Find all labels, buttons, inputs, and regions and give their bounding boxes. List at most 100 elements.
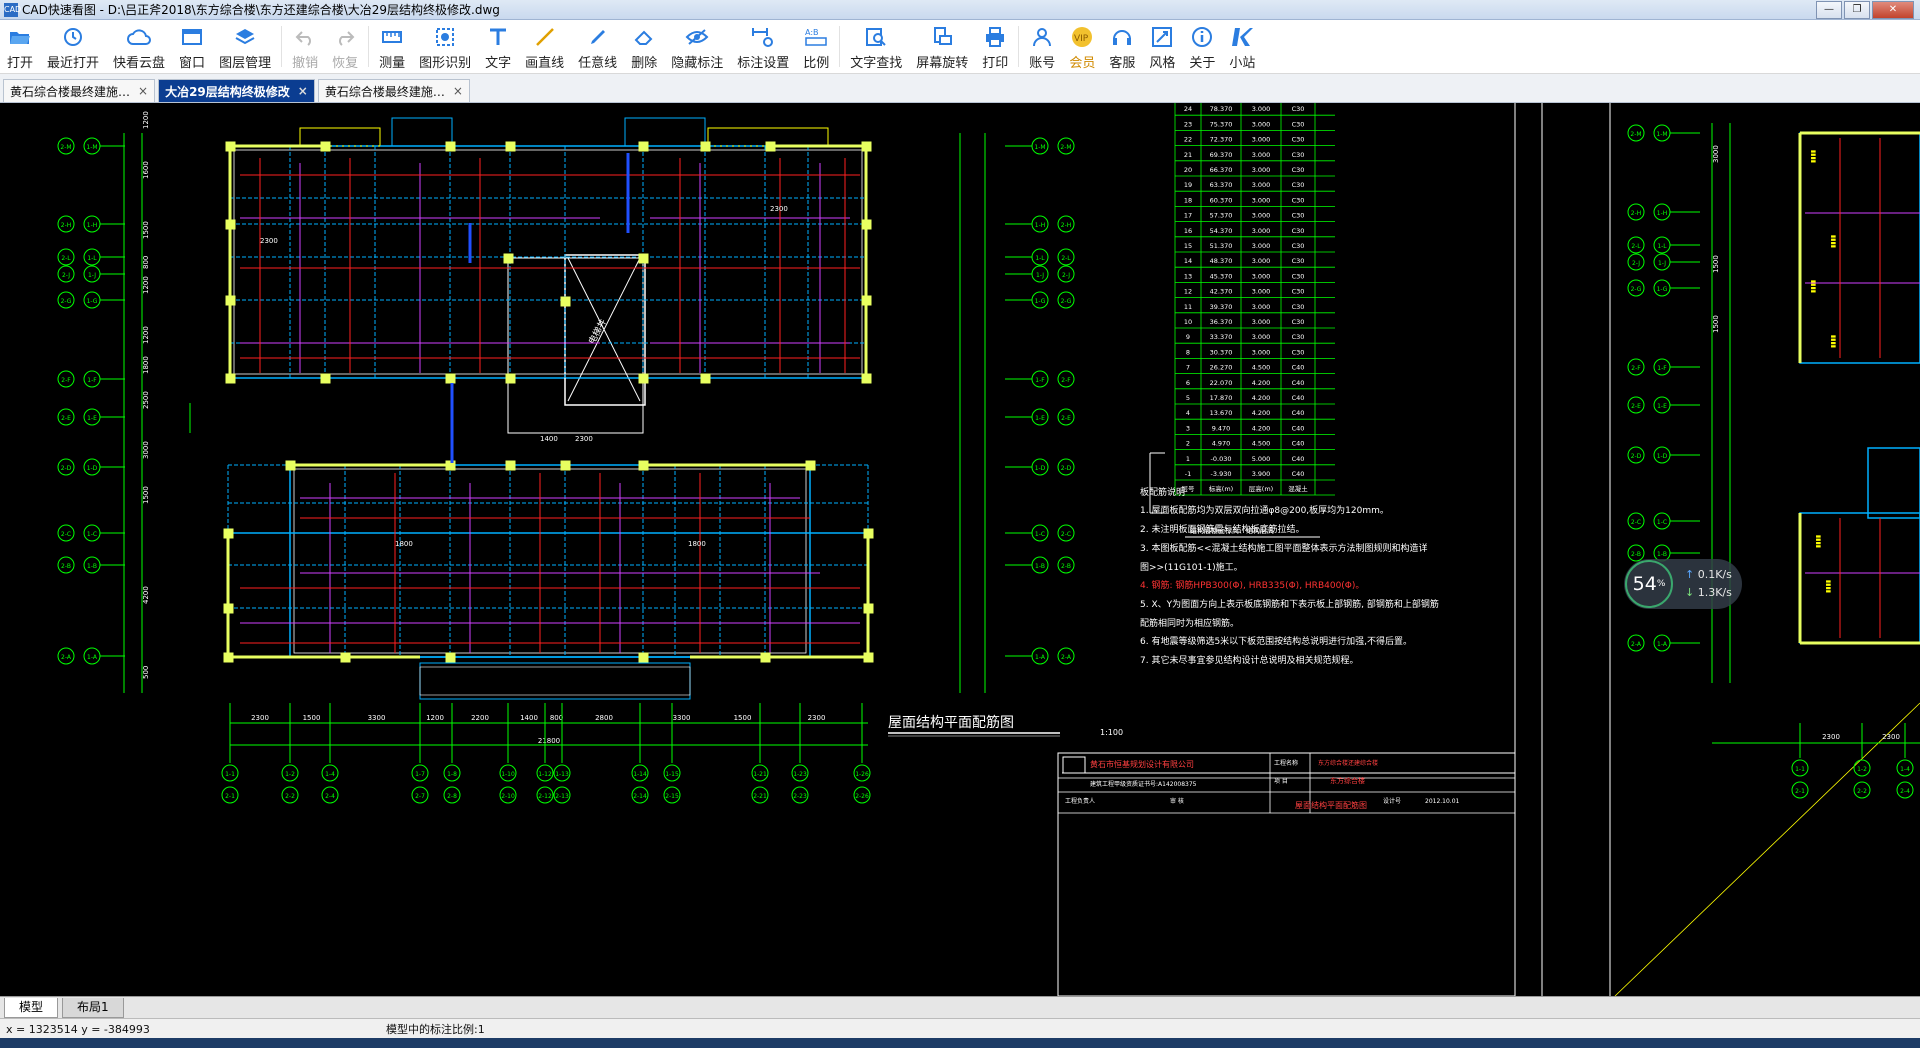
note-line: 板配筋说明 (1140, 486, 1185, 498)
network-speed-widget[interactable]: 54% ↑ 0.1K/s ↓ 1.3K/s (1624, 559, 1742, 609)
axis-bubble (1057, 265, 1075, 283)
layout-tab-model[interactable]: 模型 (4, 997, 59, 1018)
toolbar-account-button[interactable]: 账号 (1022, 20, 1062, 73)
dimension-text: 1500 (303, 714, 321, 722)
document-tab[interactable]: 大冶29层结构终极修改× (158, 79, 315, 102)
company-license: 建筑工程甲级资质证书号:A142008375 (1090, 780, 1197, 788)
toolbar-freeline-button[interactable]: 任意线 (571, 20, 624, 73)
axis-bubble (57, 408, 75, 426)
toolbar-support-button[interactable]: 客服 (1102, 20, 1142, 73)
column-marker (700, 141, 711, 152)
toolbar-text-button[interactable]: 文字 (478, 20, 518, 73)
axis-left-outer: 2-J (62, 272, 70, 279)
close-window-button[interactable]: ✕ (1872, 1, 1914, 19)
toolbar-open-button[interactable]: 打开 (0, 20, 40, 73)
inner-dimension-text: 2300 (770, 205, 788, 213)
axis-left-outer: 2-E (61, 415, 71, 422)
minimize-button[interactable]: — (1816, 1, 1842, 19)
dimension-settings-icon (750, 25, 776, 49)
table-cell: 14 (1184, 257, 1192, 265)
axis-bottom-top: 1-23 (793, 771, 807, 778)
table-cell: 33.370 (1210, 333, 1233, 341)
table-cell: -3.930 (1211, 470, 1232, 478)
toolbar-cloud-button[interactable]: 快看云盘 (106, 20, 172, 73)
cursor-coordinates: x = 1323514 y = -384993 (6, 1022, 150, 1036)
axis-left-inner: 1-L (87, 255, 97, 262)
title-block-label: 工程负责人 (1065, 797, 1095, 805)
toolbar-rotate-button[interactable]: 屏幕旋转 (909, 20, 975, 73)
table-cell: 3.000 (1252, 318, 1271, 326)
toolbar-recent-button[interactable]: 最近打开 (40, 20, 106, 73)
text-icon (485, 25, 511, 49)
toolbar-layers-button[interactable]: 图层管理 (212, 20, 278, 73)
plan-title: 屋面结构平面配筋图 (888, 714, 1014, 731)
table-cell: 15 (1184, 242, 1192, 250)
close-tab-icon[interactable]: × (138, 84, 149, 98)
table-cell: 69.370 (1210, 151, 1233, 159)
toolbar-site-button[interactable]: 小站 (1222, 20, 1262, 73)
dimension-text: 2300 (251, 714, 269, 722)
toolbar-findtext-button[interactable]: 文字查找 (843, 20, 909, 73)
close-tab-icon[interactable]: × (297, 84, 308, 98)
axis-bubble (57, 647, 75, 665)
document-tab[interactable]: 黄石综合楼最终建施…× (3, 79, 156, 102)
column-marker (638, 373, 649, 384)
table-cell: 3.000 (1252, 151, 1271, 159)
toolbar-label: 快看云盘 (113, 56, 166, 71)
axis-bottom-top: 1-14 (633, 771, 647, 778)
toolbar-label: 图层管理 (219, 56, 272, 71)
axis-bubble (57, 215, 75, 233)
axis-bubble (443, 764, 461, 782)
toolbar-measure-button[interactable]: 测量 (372, 20, 412, 73)
restore-button[interactable]: ❐ (1844, 1, 1870, 19)
table-header: 混凝土 (1288, 484, 1308, 493)
table-cell: -0.030 (1211, 455, 1232, 463)
table-cell: 3.000 (1252, 288, 1271, 296)
axis-right-outer: 2-E (1061, 415, 1071, 422)
toolbar-print-button[interactable]: 打印 (975, 20, 1015, 73)
toolbar-line-button[interactable]: 画直线 (518, 20, 571, 73)
search-icon (863, 25, 889, 49)
axis-bubble (1057, 408, 1075, 426)
toolbar-about-button[interactable]: 关于 (1182, 20, 1222, 73)
right-view-axis-inner: 1-F (1657, 365, 1667, 372)
document-tab[interactable]: 黄石综合楼最终建施… × (317, 79, 470, 102)
document-tab-label: 黄石综合楼最终建施… (324, 84, 445, 99)
table-cell: 6 (1186, 379, 1190, 387)
axis-bottom-bottom: 2-1 (225, 793, 235, 800)
axis-bubble (1057, 524, 1075, 542)
axis-right-inner: 1-M (1034, 144, 1045, 151)
right-view-axis: 2-H (1631, 210, 1642, 217)
column-marker (560, 460, 571, 471)
toolbar-recognize-button[interactable]: 图形识别 (412, 20, 478, 73)
axis-bubble (631, 786, 649, 804)
info-icon (1189, 25, 1215, 49)
table-cell: 42.370 (1210, 288, 1233, 296)
table-cell: C30 (1292, 166, 1305, 174)
toolbar-window-button[interactable]: 窗口 (172, 20, 212, 73)
toolbar-label: 撤销 (292, 56, 319, 71)
layout-tab-layout1[interactable]: 布局1 (62, 997, 124, 1018)
toolbar-hide-button[interactable]: 隐藏标注 (664, 20, 730, 73)
table-cell: 4.200 (1252, 424, 1271, 432)
inner-dimension-text: 2300 (260, 237, 278, 245)
axis-bubble (853, 764, 871, 782)
toolbar-style-button[interactable]: 风格 (1142, 20, 1182, 73)
axis-right-inner: 1-L (1035, 255, 1045, 262)
table-cell: 3.000 (1252, 348, 1271, 356)
scale-icon: A:B (803, 25, 829, 49)
close-tab-icon[interactable]: × (452, 84, 463, 98)
toolbar-separator (368, 26, 370, 67)
table-cell: 5.000 (1252, 455, 1271, 463)
toolbar-label: 账号 (1029, 56, 1056, 71)
right-view-axis: 2-G (1631, 286, 1642, 293)
dimension-text: 2300 (1822, 733, 1840, 741)
toolbar-dimset-button[interactable]: 标注设置 (730, 20, 796, 73)
axis-left-outer: 2-A (61, 654, 72, 661)
table-cell: 3.000 (1252, 303, 1271, 311)
toolbar-erase-button[interactable]: 删除 (624, 20, 664, 73)
